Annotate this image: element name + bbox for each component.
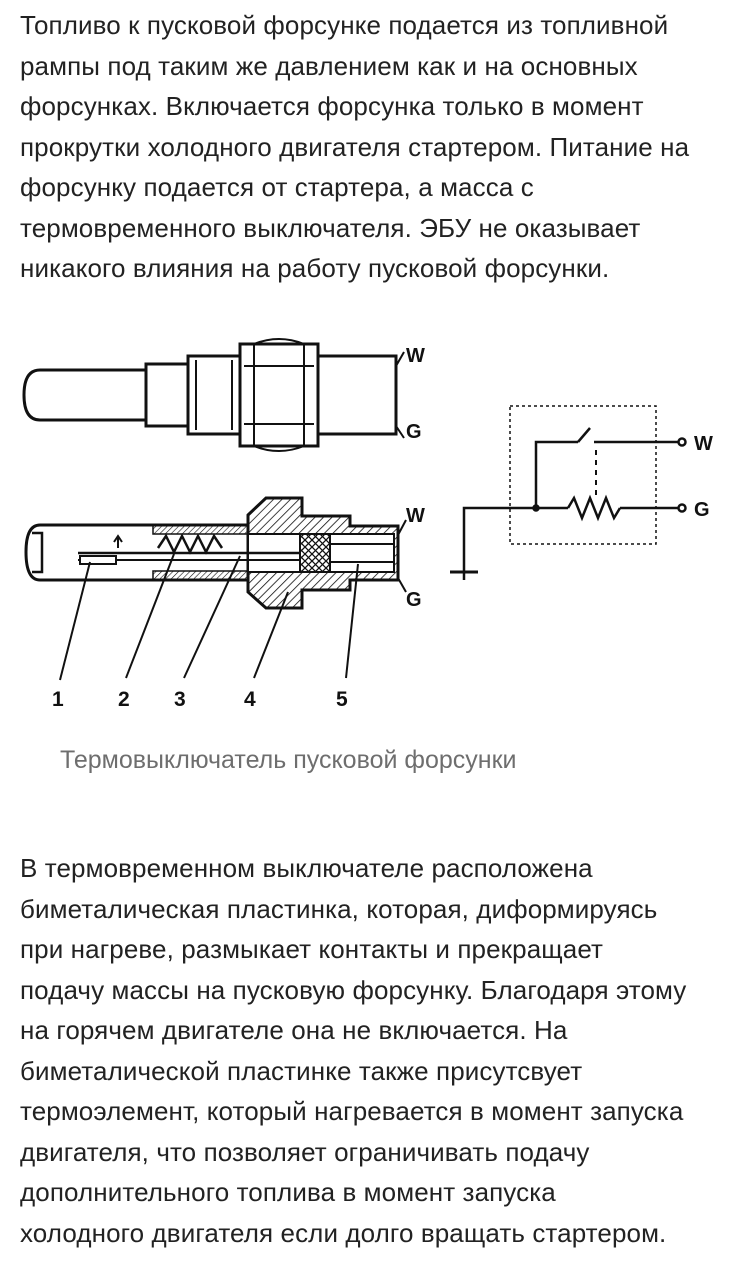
paragraph-1-line: термовременного выключателя. ЭБУ не оказ…: [20, 212, 641, 243]
paragraph-1-line: Топливо к пусковой форсунке подается из …: [20, 10, 669, 40]
terminal-g-label: G: [406, 421, 422, 443]
paragraph-1-line: форсунках. Включается форсунка только в …: [20, 91, 644, 121]
paragraph-2-line: при нагреве, размыкает контакты и прекра…: [20, 934, 604, 964]
circuit-w-label: W: [694, 433, 713, 455]
paragraph-2-line: термоэлемент, который нагревается в моме…: [20, 1096, 684, 1126]
switch-section-view: [24, 496, 407, 610]
paragraph-1-line: никакого влияния на работу пусковой форс…: [20, 253, 610, 283]
part-number-5: 5: [336, 688, 348, 711]
paragraph-1-line: форсунку подается от стартера, а масса с: [20, 172, 534, 202]
paragraph-2-line: дополнительного топлива в момент запуска: [20, 1177, 556, 1207]
paragraph-2-line: холодного двигателя если долго вращать с…: [20, 1217, 667, 1248]
paragraph-2-line: В термовременном выключателе расположена: [20, 853, 593, 883]
paragraph-1-line: рампы под таким же давлением как и на ос…: [20, 50, 638, 81]
paragraph-2-line: подачу массы на пусковую форсунку. Благо…: [20, 974, 687, 1005]
switch-external-view: [22, 338, 405, 452]
paragraph-2-line: двигателя, что позволяет ограничивать по…: [20, 1136, 590, 1167]
section-terminal-w-label: W: [406, 505, 425, 527]
paragraph-2-line: биметалической пластинке также присутсву…: [20, 1055, 583, 1086]
circuit-schematic: [450, 405, 687, 580]
figure-caption: Термовыключатель пусковой форсунки: [60, 746, 517, 774]
part-number-4: 4: [244, 688, 256, 711]
part-number-2: 2: [118, 688, 130, 711]
part-number-3: 3: [174, 688, 186, 711]
section-terminal-g-label: G: [406, 589, 422, 611]
part-leaders: [59, 553, 359, 681]
paragraph-2-line: на горячем двигателе она не включается. …: [20, 1015, 568, 1045]
thermo-switch-drawing: W G: [22, 338, 713, 711]
paragraph-1-line: прокрутки холодного двигателя стартером.…: [20, 131, 690, 162]
paragraph-2: В термовременном выключателе расположена…: [20, 848, 736, 1253]
circuit-g-label: G: [694, 499, 710, 521]
part-number-1: 1: [52, 688, 64, 711]
paragraph-1: Топливо к пусковой форсунке подается из …: [20, 5, 736, 289]
terminal-w-label: W: [406, 345, 425, 367]
paragraph-2-line: биметалическая пластинка, которая, дифор…: [20, 893, 658, 924]
thermo-switch-figure: W G: [18, 330, 734, 720]
